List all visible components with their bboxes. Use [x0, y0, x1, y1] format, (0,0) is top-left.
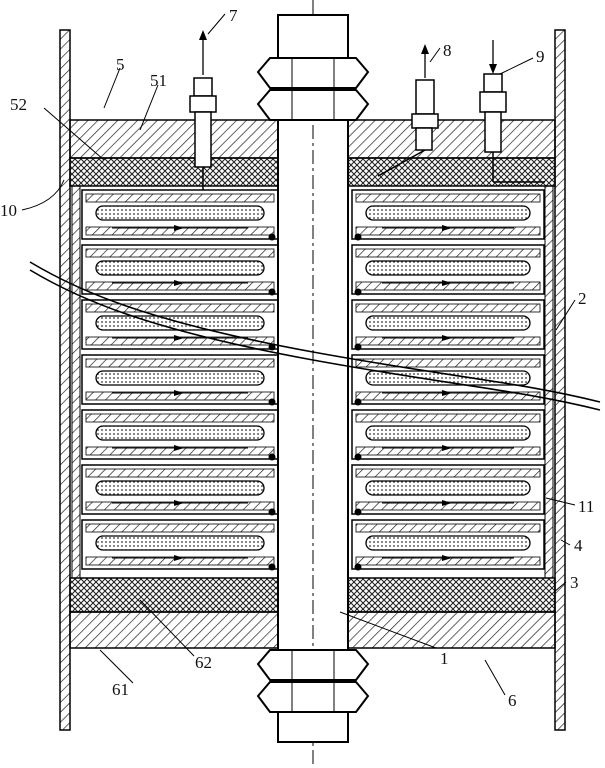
- seal-dot: [354, 398, 362, 406]
- inner-shell: [71, 185, 554, 579]
- flow-arrow: [442, 225, 452, 231]
- label-4: 4: [574, 536, 583, 555]
- seal-dot: [268, 453, 276, 461]
- label-2: 2: [578, 289, 587, 308]
- coil-tube: [365, 425, 531, 441]
- label-1: 1: [440, 649, 449, 668]
- label-62: 62: [195, 653, 212, 672]
- plate-fin: [355, 193, 541, 203]
- coil-tube: [365, 480, 531, 496]
- plate-fin: [85, 413, 275, 423]
- label-9: 9: [536, 47, 545, 66]
- seal-dot: [268, 288, 276, 296]
- label-8: 8: [443, 41, 452, 60]
- plate-fin: [355, 248, 541, 258]
- seal-dot: [268, 343, 276, 351]
- label-11: 11: [578, 497, 594, 516]
- flow-arrow: [442, 555, 452, 561]
- plate-fin: [355, 303, 541, 313]
- flow-arrow: [442, 500, 452, 506]
- seal-dot: [268, 233, 276, 241]
- seal-dot: [354, 508, 362, 516]
- seal-dot: [354, 563, 362, 571]
- plate-stack: [81, 189, 545, 571]
- flow-arrow: [442, 280, 452, 286]
- plate-fin: [355, 523, 541, 533]
- plate-fin: [355, 468, 541, 478]
- coil-tube: [95, 205, 265, 221]
- seal-dot: [354, 233, 362, 241]
- label-3: 3: [570, 573, 579, 592]
- flow-arrow: [174, 225, 184, 231]
- seal-dot: [268, 563, 276, 571]
- flow-arrow: [174, 335, 184, 341]
- label-7: 7: [229, 6, 238, 25]
- bottom-nut: [256, 649, 370, 743]
- callout-labels: 7 8 9 5 51 52 10 2 11 4 3 1 62 61 6: [0, 6, 594, 710]
- flow-arrow: [174, 280, 184, 286]
- plate-fin: [85, 468, 275, 478]
- plate-fin: [85, 193, 275, 203]
- plate-fin: [85, 303, 275, 313]
- coil-tube: [365, 260, 531, 276]
- seal-dot: [268, 508, 276, 516]
- flow-arrow: [442, 390, 452, 396]
- plate-fin: [355, 358, 541, 368]
- port-fitting-9: [479, 40, 545, 183]
- break-line: [29, 261, 601, 411]
- coil-tube: [95, 535, 265, 551]
- coil-tube: [365, 315, 531, 331]
- plate-fin: [85, 523, 275, 533]
- leader-lines: [21, 13, 576, 696]
- plate-fin: [355, 413, 541, 423]
- label-52: 52: [10, 95, 27, 114]
- flow-arrow: [442, 335, 452, 341]
- outer-casing: [59, 29, 566, 731]
- label-10: 10: [0, 201, 17, 220]
- seal-dot: [354, 453, 362, 461]
- label-6: 6: [508, 691, 517, 710]
- plate-fin: [85, 248, 275, 258]
- port-fitting-7: [189, 30, 217, 190]
- flow-arrow: [174, 555, 184, 561]
- flow-arrow: [174, 445, 184, 451]
- port-fitting-8: [377, 44, 439, 177]
- coil-tube: [365, 535, 531, 551]
- coil-tube: [365, 205, 531, 221]
- top-nut: [256, 14, 370, 121]
- coil-tube: [365, 370, 531, 386]
- flow-arrow: [174, 390, 184, 396]
- seal-dot: [354, 288, 362, 296]
- seal-dot: [354, 343, 362, 351]
- seal-dot: [268, 398, 276, 406]
- coil-tube: [95, 480, 265, 496]
- flow-arrow: [442, 445, 452, 451]
- flow-arrow: [174, 500, 184, 506]
- coil-tube: [95, 260, 265, 276]
- plate-fin: [85, 358, 275, 368]
- label-51: 51: [150, 71, 167, 90]
- label-5: 5: [116, 55, 125, 74]
- coil-tube: [95, 425, 265, 441]
- label-61: 61: [112, 680, 129, 699]
- coil-tube: [95, 370, 265, 386]
